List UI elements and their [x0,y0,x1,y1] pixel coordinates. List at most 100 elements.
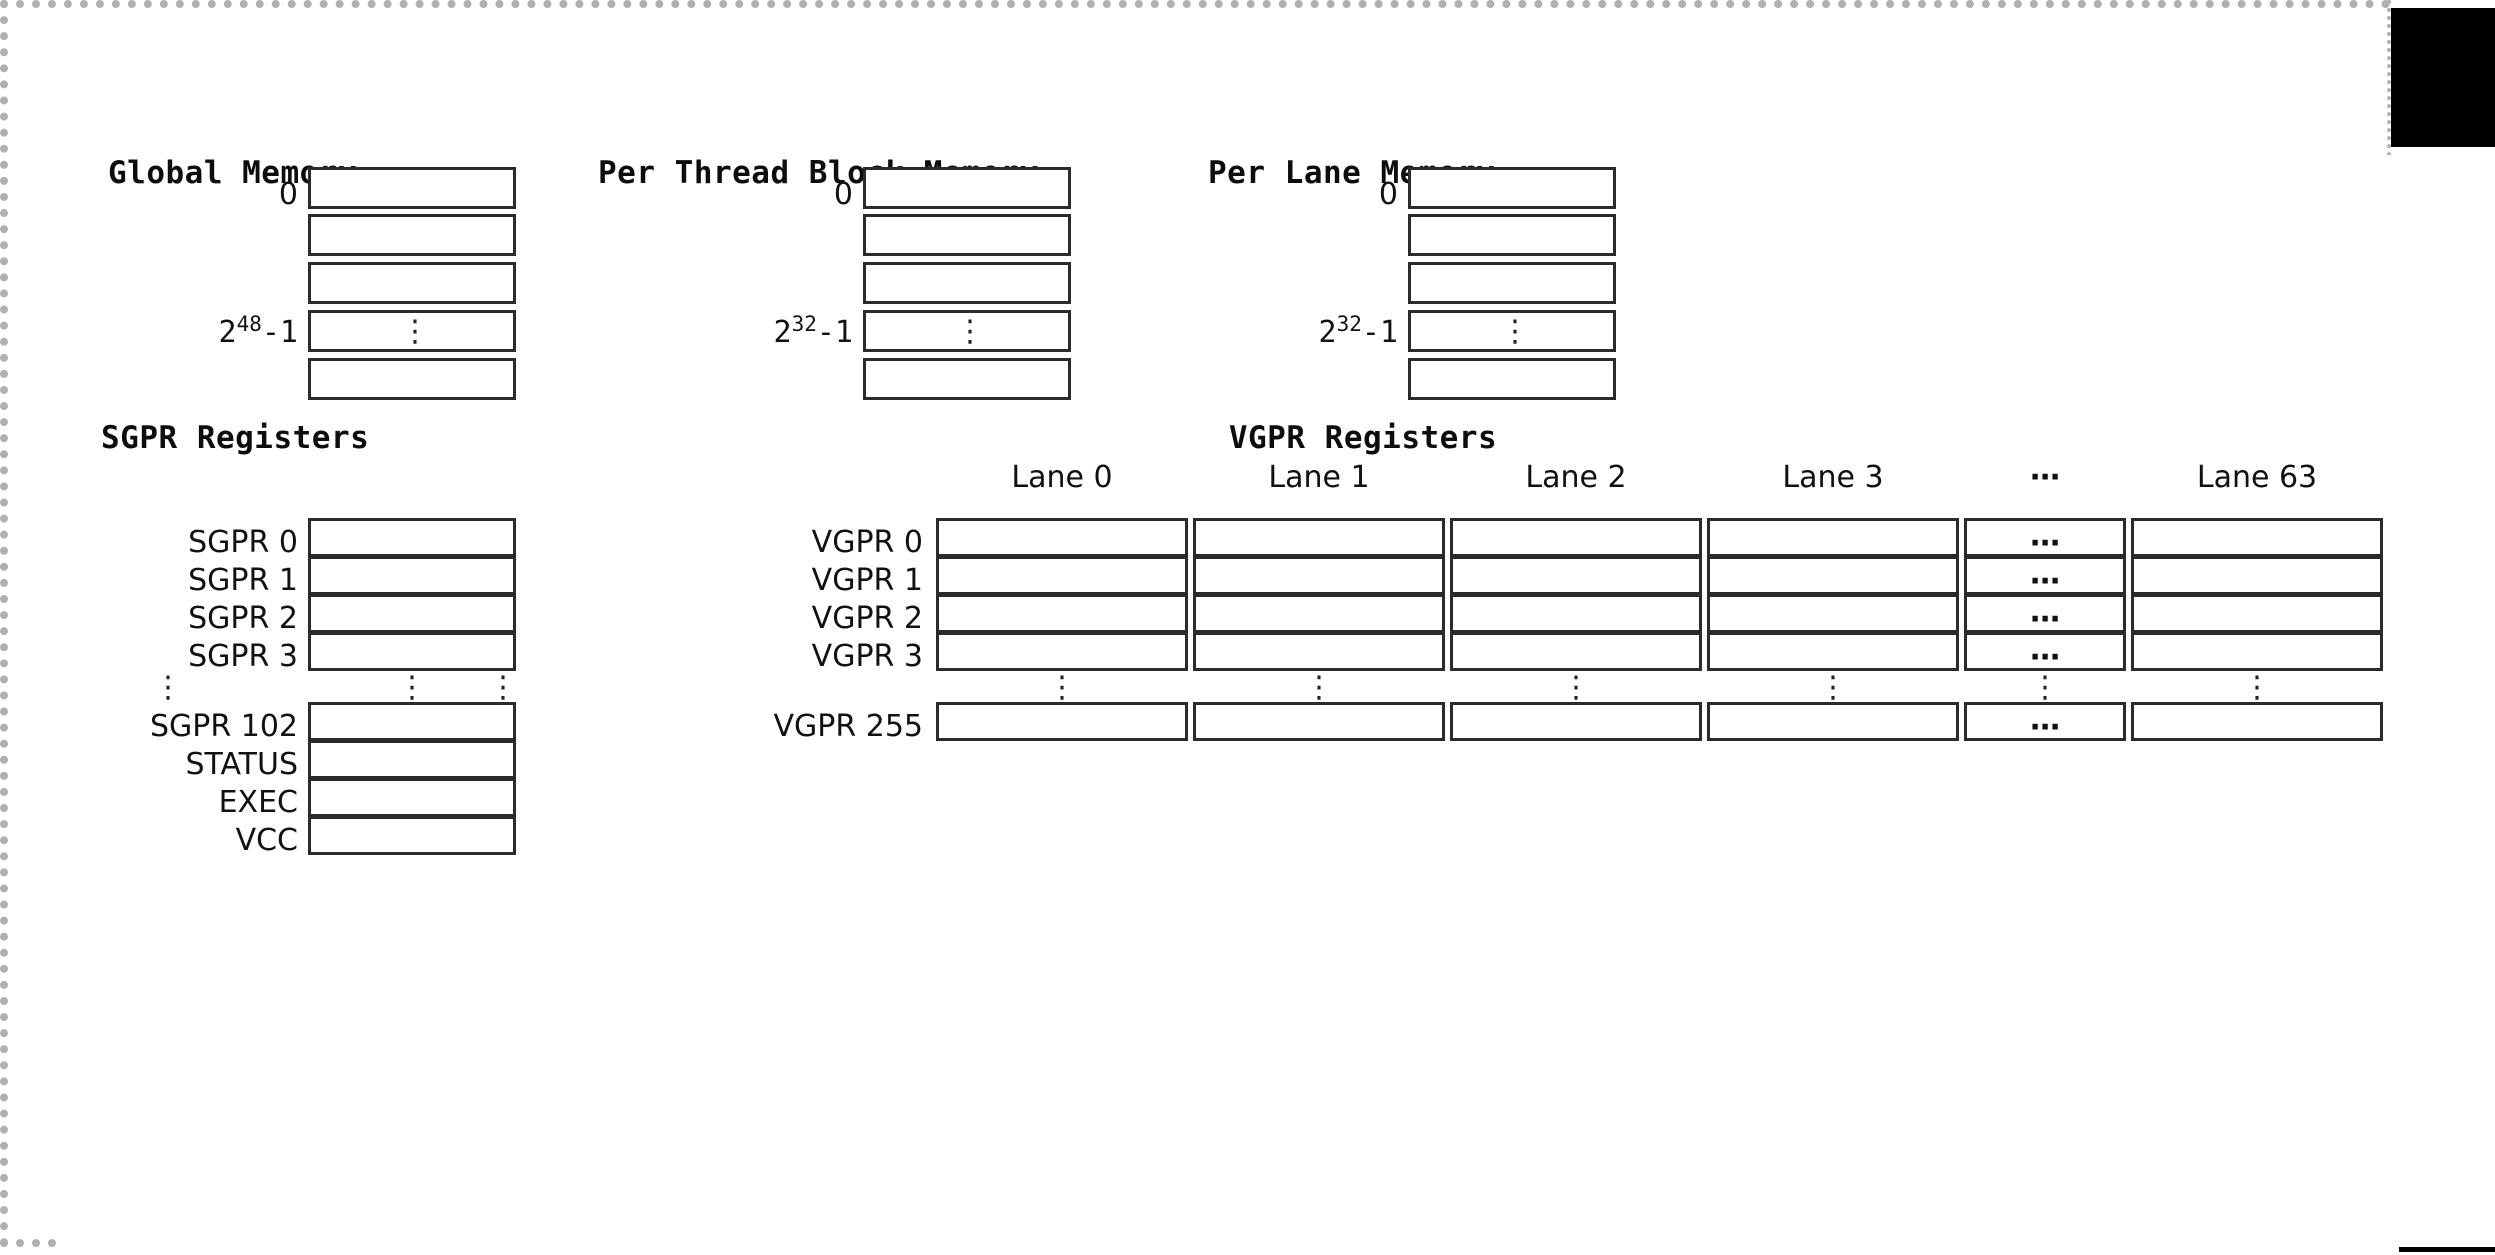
per-thread-block-memory-cell-2[interactable] [863,262,1071,304]
diagram-canvas: Global Memory 0 248-1 ⋮ Per Thread Block… [63,155,2399,1255]
ptb-last-index-suffix: -1 [816,315,853,350]
vgpr-ellipsis-col-0: ⋮ [1047,670,1077,705]
global-memory-cell-last[interactable] [308,358,516,400]
vgpr-column-header-lane-1: Lane 1 [1268,460,1370,495]
vgpr-cell-r0-lane3[interactable] [1707,518,1959,557]
vgpr-cell-r3-lane0[interactable] [936,632,1188,671]
vgpr-row-label-0: VGPR 0 [811,525,923,560]
vgpr-cell-ellipsis-r2: ⋯ [2030,602,2060,637]
per-thread-block-memory-cell-last[interactable] [863,358,1071,400]
per-lane-memory-cell-0[interactable] [1408,167,1616,209]
vgpr-row-label-255: VGPR 255 [773,709,923,744]
vgpr-ellipsis-col-mid: ⋮ [2030,670,2060,705]
sgpr-cell-102[interactable] [308,702,516,741]
vgpr-cell-r255-lane63[interactable] [2131,702,2383,741]
vgpr-column-header-lane-3: Lane 3 [1782,460,1884,495]
global-memory-last-index-suffix: -1 [261,315,298,350]
sgpr-cell-2[interactable] [308,594,516,633]
letterbox-right-band [2391,8,2495,147]
vgpr-column-header-lane-63: Lane 63 [2196,460,2318,495]
sgpr-row-label-0: SGPR 0 [188,525,298,560]
vgpr-column-header-lane-2: Lane 2 [1525,460,1627,495]
vgpr-ellipsis-col-3: ⋮ [1818,670,1848,705]
vgpr-ellipsis-col-2: ⋮ [1561,670,1591,705]
per-lane-memory-cell-ellipsis[interactable]: ⋮ [1408,310,1616,352]
vgpr-cell-r3-mid[interactable]: ⋯ [1964,632,2126,675]
vgpr-cell-r2-lane63[interactable] [2131,594,2383,633]
vgpr-cell-r2-lane3[interactable] [1707,594,1959,633]
vgpr-cell-r3-lane2[interactable] [1450,632,1702,671]
per-thread-block-memory-ellipsis: ⋮ [955,314,985,349]
vgpr-cell-r0-lane1[interactable] [1193,518,1445,557]
global-memory-first-index: 0 [278,177,298,212]
sgpr-row-label-2: SGPR 2 [188,601,298,636]
vgpr-column-header-ellipsis: ⋯ [2030,460,2060,495]
vgpr-cell-r255-lane1[interactable] [1193,702,1445,741]
vgpr-cell-ellipsis-r0: ⋯ [2030,526,2060,561]
vgpr-cell-r1-lane1[interactable] [1193,556,1445,595]
vgpr-cell-r0-lane63[interactable] [2131,518,2383,557]
sgpr-row-label-102: SGPR 102 [149,709,298,744]
vgpr-column-header-lane-0: Lane 0 [1011,460,1113,495]
vgpr-cell-r3-lane1[interactable] [1193,632,1445,671]
vgpr-cell-r3-lane3[interactable] [1707,632,1959,671]
global-memory-cell-ellipsis[interactable]: ⋮ [308,310,516,352]
vgpr-cell-r255-lane2[interactable] [1450,702,1702,741]
per-lane-memory-last-index: 232-1 [1258,312,1398,351]
vgpr-cell-r3-lane63[interactable] [2131,632,2383,671]
vgpr-ellipsis-col-1: ⋮ [1304,670,1334,705]
page-viewport: Global Memory 0 248-1 ⋮ Per Thread Block… [0,0,2391,1247]
global-memory-cell-2[interactable] [308,262,516,304]
sgpr-cell-status[interactable] [308,740,516,779]
sgpr-row-label-status: STATUS [185,747,298,782]
global-memory-last-index: 248-1 [158,312,298,351]
per-lane-memory-cell-1[interactable] [1408,214,1616,256]
vgpr-cell-r2-lane2[interactable] [1450,594,1702,633]
per-lane-memory-cell-2[interactable] [1408,262,1616,304]
per-thread-block-memory-cell-1[interactable] [863,214,1071,256]
per-thread-block-memory-cell-ellipsis[interactable]: ⋮ [863,310,1071,352]
vgpr-cell-r2-lane0[interactable] [936,594,1188,633]
ptb-last-index-exponent: 32 [791,312,817,336]
vgpr-registers-title: VGPR Registers [1228,420,1498,456]
vgpr-cell-r1-lane63[interactable] [2131,556,2383,595]
sgpr-cell-0[interactable] [308,518,516,557]
sgpr-cell-3[interactable] [308,632,516,671]
global-memory-last-index-exponent: 48 [236,312,262,336]
vgpr-cell-r255-lane0[interactable] [936,702,1188,741]
vgpr-cell-r1-lane3[interactable] [1707,556,1959,595]
vgpr-cell-r255-mid[interactable]: ⋯ [1964,702,2126,745]
sgpr-cell-1[interactable] [308,556,516,595]
bottom-rule [2391,1247,2495,1252]
sgpr-row-label-3: SGPR 3 [188,639,298,674]
vgpr-row-label-2: VGPR 2 [811,601,923,636]
sgpr-cell-exec[interactable] [308,778,516,817]
vgpr-cell-ellipsis-r1: ⋯ [2030,564,2060,599]
vgpr-cell-r0-lane0[interactable] [936,518,1188,557]
vgpr-cell-ellipsis-r255: ⋯ [2030,710,2060,745]
vgpr-cell-ellipsis-r3: ⋯ [2030,640,2060,675]
sgpr-cell-vcc[interactable] [308,816,516,855]
vgpr-cell-r2-mid[interactable]: ⋯ [1964,594,2126,637]
plm-last-index-exponent: 32 [1336,312,1362,336]
per-thread-block-memory-cell-0[interactable] [863,167,1071,209]
vgpr-cell-r255-lane3[interactable] [1707,702,1959,741]
vgpr-cell-r1-lane2[interactable] [1450,556,1702,595]
sgpr-cell-column-ellipsis: ⋮ [397,670,427,705]
vgpr-row-label-column-ellipsis: ⋮ [488,670,518,705]
vgpr-cell-r2-lane1[interactable] [1193,594,1445,633]
vgpr-row-label-1: VGPR 1 [811,563,923,598]
vgpr-ellipsis-col-63: ⋮ [2242,670,2272,705]
sgpr-registers-title: SGPR Registers [101,420,370,456]
sgpr-row-label-exec: EXEC [218,785,298,820]
global-memory-last-index-base: 2 [218,315,237,350]
per-thread-block-memory-first-index: 0 [833,177,853,212]
per-lane-memory-cell-last[interactable] [1408,358,1616,400]
vgpr-cell-r0-lane2[interactable] [1450,518,1702,557]
vgpr-cell-r1-lane0[interactable] [936,556,1188,595]
global-memory-cell-0[interactable] [308,167,516,209]
global-memory-cell-1[interactable] [308,214,516,256]
sgpr-label-column-ellipsis: ⋮ [153,670,183,705]
vgpr-cell-r1-mid[interactable]: ⋯ [1964,556,2126,599]
vgpr-cell-r0-mid[interactable]: ⋯ [1964,518,2126,561]
